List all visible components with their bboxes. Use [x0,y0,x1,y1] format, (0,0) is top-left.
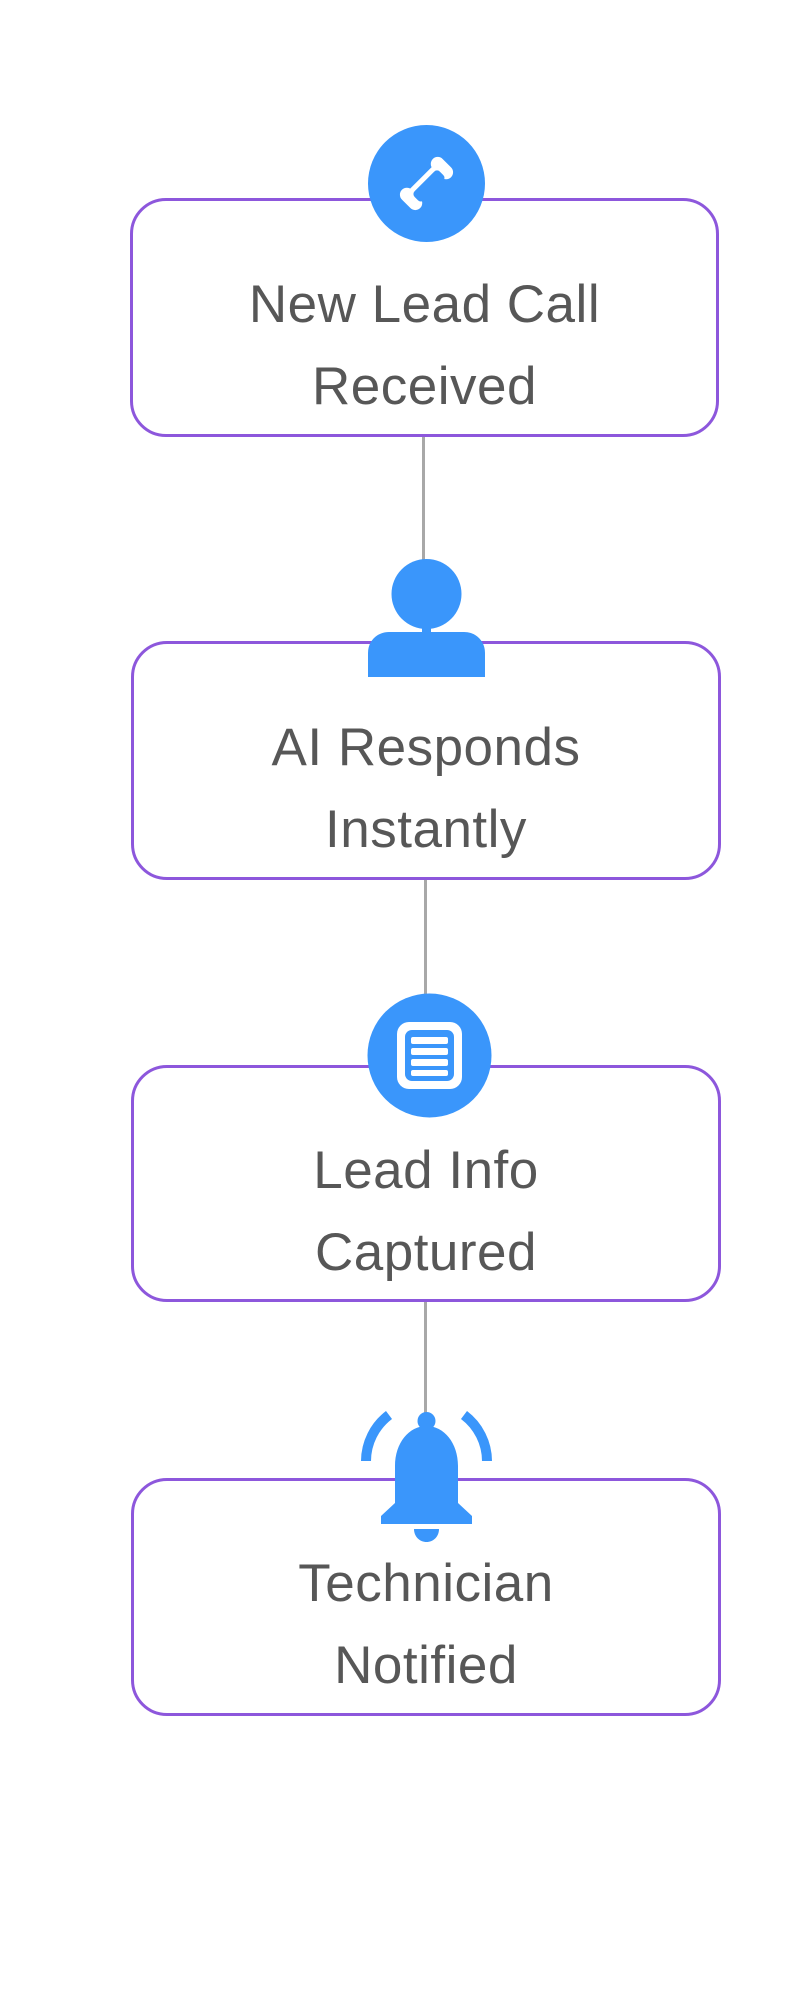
step-label-line: Received [312,356,537,416]
connector-line [424,878,427,1003]
step-label-line: Instantly [325,799,527,859]
step-label-line: AI Responds [271,717,581,777]
step-label: Technician Notified [298,1543,553,1707]
step-label: New Lead Call Received [249,264,600,428]
connector-line [422,435,425,565]
step-label-line: Notified [334,1636,518,1695]
step-label-line: New Lead Call [248,274,601,334]
bell-icon-svg [361,1411,492,1542]
user-icon-svg [368,559,485,677]
phone-icon-svg [367,124,486,243]
step-label: Lead Info Captured [313,1130,539,1294]
connector-line [424,1300,427,1425]
step-label-line: Lead Info [313,1140,539,1200]
step-label: AI Responds Instantly [272,707,581,871]
phone-icon [367,124,486,243]
document-icon-svg [367,993,492,1118]
step-label-line: Captured [314,1222,537,1282]
user-icon [364,555,489,677]
document-icon [367,993,492,1118]
bell-icon [358,1408,495,1542]
step-label-line: Technician [298,1554,554,1613]
